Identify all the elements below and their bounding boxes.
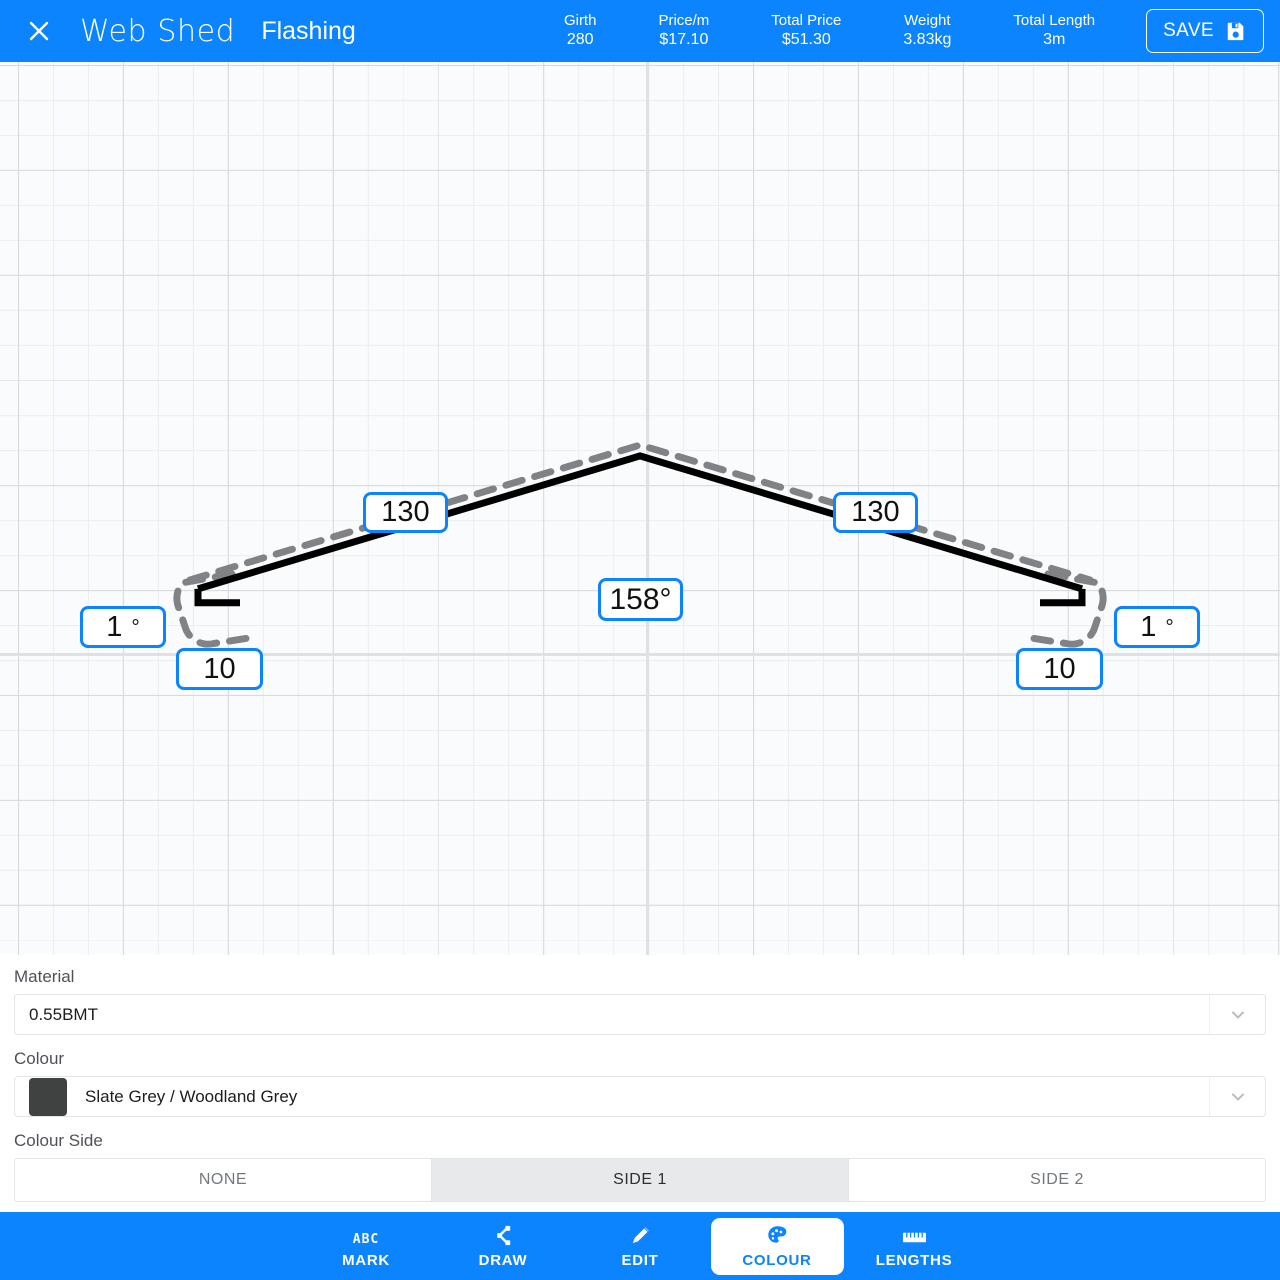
stat-price-per-m-value: $17.10 (659, 31, 709, 49)
close-icon[interactable] (22, 14, 56, 48)
material-label: Material (14, 967, 75, 986)
app-header: Web Shed Flashing Girth 280 Price/m $17.… (0, 0, 1280, 62)
stat-girth-label: Girth (563, 11, 597, 29)
palette-icon (766, 1224, 789, 1247)
dimension-return-left[interactable]: 10 (176, 648, 263, 690)
stat-weight-label: Weight (904, 11, 951, 29)
dimension-return-right[interactable]: 10 (1016, 648, 1103, 690)
colour-side-option-side1-label: SIDE 1 (613, 1171, 667, 1188)
colour-label: Colour (14, 1049, 65, 1068)
dimension-angle-left[interactable]: 1 ° (80, 606, 166, 648)
dimension-length-left-value: 130 (381, 496, 430, 528)
colour-side-option-side1[interactable]: SIDE 1 (432, 1159, 849, 1201)
document-title: Flashing (261, 16, 356, 45)
stat-total-length-value: 3m (1043, 31, 1066, 49)
tool-colour-label: COLOUR (742, 1251, 812, 1269)
abc-text-icon: ABC (352, 1231, 380, 1247)
chevron-down-icon[interactable] (1209, 995, 1265, 1034)
colour-side-option-side2[interactable]: SIDE 2 (849, 1159, 1265, 1201)
stat-total-length-label: Total Length (1013, 11, 1096, 29)
material-select-value: 0.55BMT (29, 1004, 98, 1024)
ruler-icon (902, 1224, 927, 1247)
dimension-length-left[interactable]: 130 (363, 492, 448, 533)
tool-lengths[interactable]: LENGTHS (848, 1218, 981, 1275)
stat-price-per-m-label: Price/m (658, 11, 710, 29)
tool-draw-label: DRAW (478, 1251, 528, 1269)
save-button-label: SAVE (1163, 20, 1214, 41)
properties-panel: Material 0.55BMT Colour Slate Grey / Woo… (0, 955, 1280, 1212)
stat-weight: Weight 3.83kg (872, 12, 982, 51)
save-button[interactable]: SAVE (1146, 9, 1264, 53)
chevron-down-icon[interactable] (1209, 1077, 1265, 1116)
colour-select[interactable]: Slate Grey / Woodland Grey (14, 1076, 1266, 1117)
colour-swatch (29, 1077, 67, 1116)
dimension-return-left-value: 10 (203, 652, 236, 685)
header-stats: Girth 280 Price/m $17.10 Total Price $51… (533, 9, 1266, 53)
tool-lengths-label: LENGTHS (875, 1251, 953, 1269)
tool-mark[interactable]: ABC MARK (300, 1218, 433, 1275)
tool-colour[interactable]: COLOUR (710, 1217, 844, 1275)
stat-total-price-value: $51.30 (781, 31, 831, 49)
pencil-icon (629, 1224, 652, 1247)
brand-name: Web Shed (80, 13, 236, 49)
bottom-toolbar: ABC MARK DRAW EDIT (0, 1212, 1280, 1280)
dimension-angle-left-degree: ° (131, 615, 140, 639)
dimension-angle-apex[interactable]: 158° (598, 578, 683, 621)
dimension-length-right[interactable]: 130 (833, 492, 918, 533)
colour-select-value: Slate Grey / Woodland Grey (85, 1086, 298, 1106)
tool-draw[interactable]: DRAW (437, 1218, 570, 1275)
dimension-angle-left-value: 1 (106, 610, 123, 643)
stat-girth: Girth 280 (533, 12, 628, 51)
save-floppy-icon (1225, 20, 1247, 42)
canvas-axis-horizontal (0, 653, 1280, 656)
stat-price-per-m: Price/m $17.10 (627, 12, 740, 51)
profile-centerline (194, 452, 1086, 607)
colour-side-segmented-control: NONE SIDE 1 SIDE 2 (14, 1158, 1266, 1202)
stat-total-price: Total Price $51.30 (740, 12, 872, 51)
colour-side-option-none[interactable]: NONE (15, 1159, 432, 1201)
material-select[interactable]: 0.55BMT (14, 994, 1266, 1035)
colour-side-option-none-label: NONE (198, 1171, 248, 1188)
flashing-profile-drawing (173, 441, 1107, 648)
tool-mark-label: MARK (342, 1251, 390, 1269)
dimension-angle-right-degree: ° (1165, 615, 1174, 639)
tool-edit[interactable]: EDIT (574, 1218, 707, 1275)
canvas-axis-vertical (646, 62, 649, 955)
dimension-length-right-value: 130 (851, 496, 900, 528)
tool-edit-label: EDIT (621, 1251, 659, 1269)
stat-total-price-label: Total Price (771, 11, 842, 29)
stat-weight-value: 3.83kg (903, 31, 952, 49)
dimension-angle-apex-value: 158° (609, 582, 672, 616)
stat-total-length: Total Length 3m (982, 12, 1126, 51)
node-path-icon (492, 1224, 515, 1247)
dimension-angle-right-value: 1 (1140, 610, 1157, 643)
colour-side-label: Colour Side (14, 1131, 103, 1150)
dimension-angle-right[interactable]: 1 ° (1114, 606, 1200, 648)
dimension-return-right-value: 10 (1043, 652, 1076, 685)
stat-girth-value: 280 (566, 31, 594, 49)
colour-side-option-side2-label: SIDE 2 (1030, 1171, 1084, 1188)
profile-outline-dashed (173, 441, 1107, 648)
drawing-canvas[interactable]: 130 130 158° 1 ° 1 ° 10 10 (0, 62, 1280, 955)
